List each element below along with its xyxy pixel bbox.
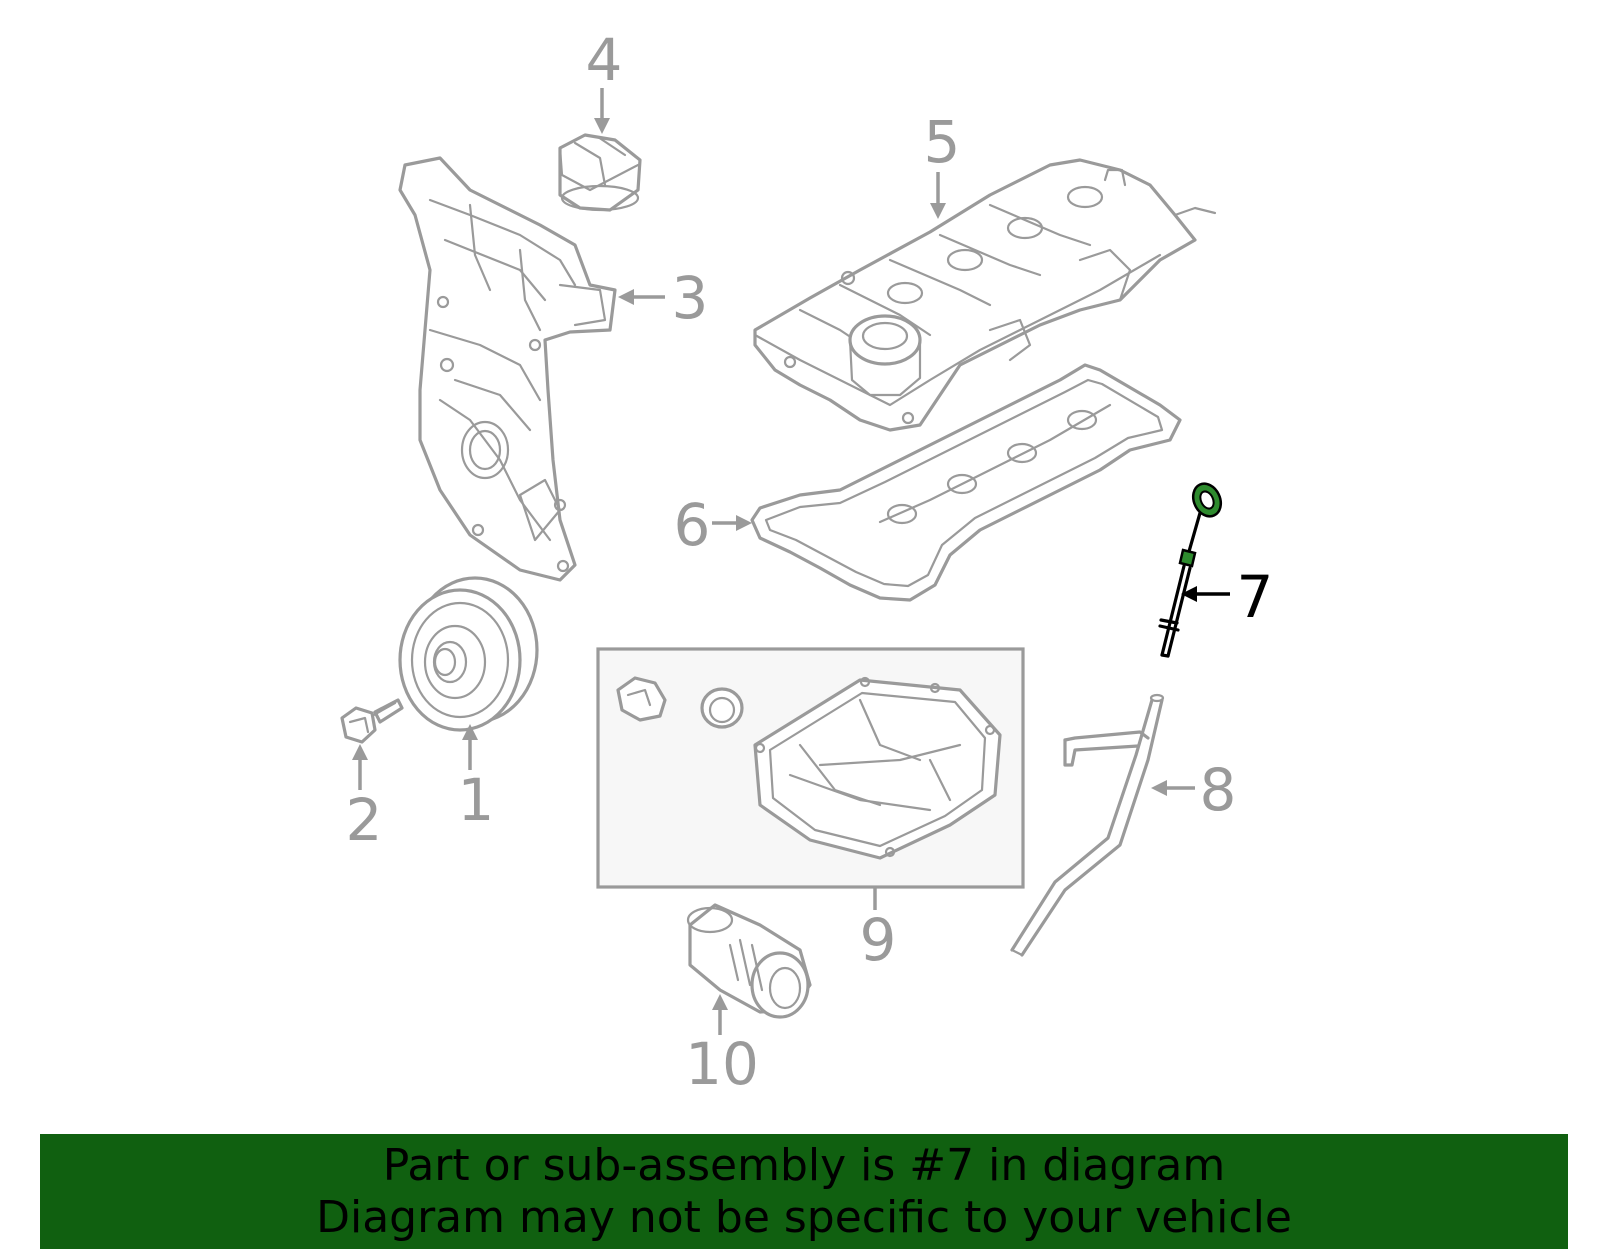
part-3-front-cover[interactable] bbox=[398, 156, 617, 582]
callout-4[interactable]: 4 bbox=[586, 26, 623, 94]
leader-10 bbox=[712, 994, 728, 1035]
leader-2 bbox=[352, 744, 368, 790]
leader-6 bbox=[712, 515, 752, 531]
part-7-oil-level-gauge[interactable] bbox=[1158, 479, 1226, 658]
callout-9[interactable]: 9 bbox=[860, 906, 897, 974]
leader-4 bbox=[594, 88, 610, 134]
leader-1 bbox=[462, 724, 478, 770]
callout-8[interactable]: 8 bbox=[1200, 756, 1237, 824]
callout-5[interactable]: 5 bbox=[924, 108, 961, 176]
leader-5 bbox=[930, 172, 946, 219]
part-1-crankshaft-pulley[interactable] bbox=[398, 576, 539, 732]
part-9-oil-pan-assembly[interactable] bbox=[596, 647, 1025, 889]
callout-10[interactable]: 10 bbox=[685, 1030, 759, 1098]
part-8-oil-level-gauge-tube[interactable] bbox=[1010, 693, 1165, 957]
part-6-valve-cover-gasket[interactable] bbox=[750, 363, 1182, 602]
parts-diagram: 1 2 3 4 5 6 7 8 9 10 bbox=[340, 26, 1274, 1098]
leader-8 bbox=[1151, 780, 1195, 796]
callout-2[interactable]: 2 bbox=[346, 786, 383, 854]
banner-line-2: Diagram may not be specific to your vehi… bbox=[316, 1192, 1292, 1243]
callout-6[interactable]: 6 bbox=[674, 491, 711, 559]
info-banner: Part or sub-assembly is #7 in diagram Di… bbox=[40, 1134, 1568, 1249]
callout-3[interactable]: 3 bbox=[672, 264, 709, 332]
banner-line-1: Part or sub-assembly is #7 in diagram bbox=[382, 1140, 1226, 1191]
callout-7[interactable]: 7 bbox=[1237, 563, 1274, 631]
leader-7 bbox=[1181, 586, 1230, 602]
part-4-oil-filler-cap[interactable] bbox=[558, 133, 642, 212]
part-10-oil-filter[interactable] bbox=[686, 903, 812, 1019]
part-2-pulley-bolt[interactable] bbox=[340, 698, 404, 744]
callout-1[interactable]: 1 bbox=[458, 766, 495, 834]
part-5-valve-cover[interactable] bbox=[753, 158, 1217, 432]
leader-3 bbox=[618, 289, 665, 305]
